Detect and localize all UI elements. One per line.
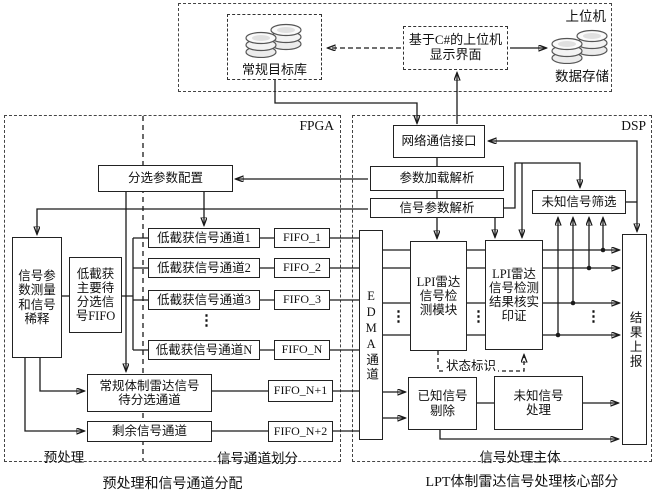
report-box: 结果上报 xyxy=(622,234,647,445)
channel-ellipsis: ⋮ xyxy=(199,313,214,329)
lpi-detect-box: LPI雷达信号检测模块 xyxy=(410,241,467,351)
fifo-n1-box: FIFO_N+1 xyxy=(268,380,333,402)
host-ui-line1: 基于C#的上位机 xyxy=(408,32,503,48)
known-remove-box: 已知信号剔除 xyxy=(408,377,477,430)
main-fifo-box: 低截获主要待分选信号FIFO xyxy=(69,257,122,333)
host-label: 上位机 xyxy=(565,9,607,24)
channel-2-box: 低截获信号通道2 xyxy=(148,258,260,278)
channel-n-box: 低截获信号通道N xyxy=(148,340,260,360)
measure-box: 信号参数测量和信号稀释 xyxy=(12,237,62,358)
edma-box: EDMA通道 xyxy=(359,230,383,440)
edma-detect-ellipsis: ⋮ xyxy=(391,309,406,325)
sort-config-box: 分选参数配置 xyxy=(98,165,233,192)
dsp-caption: LPT体制雷达信号处理核心部分 xyxy=(425,475,619,490)
status-tag-label: 状态标识 xyxy=(444,355,499,374)
unknown-process-box: 未知信号处理 xyxy=(494,376,583,430)
fifo-3-box: FIFO_3 xyxy=(274,290,330,310)
dsp-label: DSP xyxy=(621,118,646,133)
detect-verify-ellipsis: ⋮ xyxy=(471,309,486,325)
fpga-caption: 预处理和信号通道分配 xyxy=(102,477,243,491)
database-icon xyxy=(242,18,308,58)
verify-report-ellipsis: ⋮ xyxy=(586,309,601,325)
storage-label: 数据存储 xyxy=(555,69,609,84)
target-db-label: 常规目标库 xyxy=(241,62,307,78)
unknown-screen-box: 未知信号筛选 xyxy=(532,190,626,214)
target-db-box: 常规目标库 xyxy=(227,14,322,80)
fifo-n2-box: FIFO_N+2 xyxy=(268,421,333,442)
param-load-box: 参数加载解析 xyxy=(370,166,504,191)
net-interface-box: 网络通信接口 xyxy=(393,125,485,158)
conventional-channel-box: 常规体制雷达信号待分选通道 xyxy=(87,374,212,412)
channel-3-box: 低截获信号通道3 xyxy=(148,290,260,310)
fifo-2-box: FIFO_2 xyxy=(274,258,330,278)
sig-param-box: 信号参数解析 xyxy=(370,198,504,218)
lpi-verify-box: LPI雷达信号检测结果核实印证 xyxy=(485,240,543,350)
channel-1-box: 低截获信号通道1 xyxy=(148,228,260,248)
fpga-label: FPGA xyxy=(299,118,334,133)
fifo-n-box: FIFO_N xyxy=(274,340,330,360)
host-ui-box: 基于C#的上位机 显示界面 xyxy=(403,26,508,70)
host-ui-line2: 显示界面 xyxy=(429,47,482,62)
region-preprocess-label: 预处理 xyxy=(43,450,85,465)
fifo-1-box: FIFO_1 xyxy=(274,228,330,248)
residual-channel-box: 剩余信号通道 xyxy=(87,421,212,442)
region-main-label: 信号处理主体 xyxy=(479,450,561,465)
region-channel-split-label: 信号通道划分 xyxy=(217,451,298,466)
storage-icon xyxy=(548,22,614,64)
